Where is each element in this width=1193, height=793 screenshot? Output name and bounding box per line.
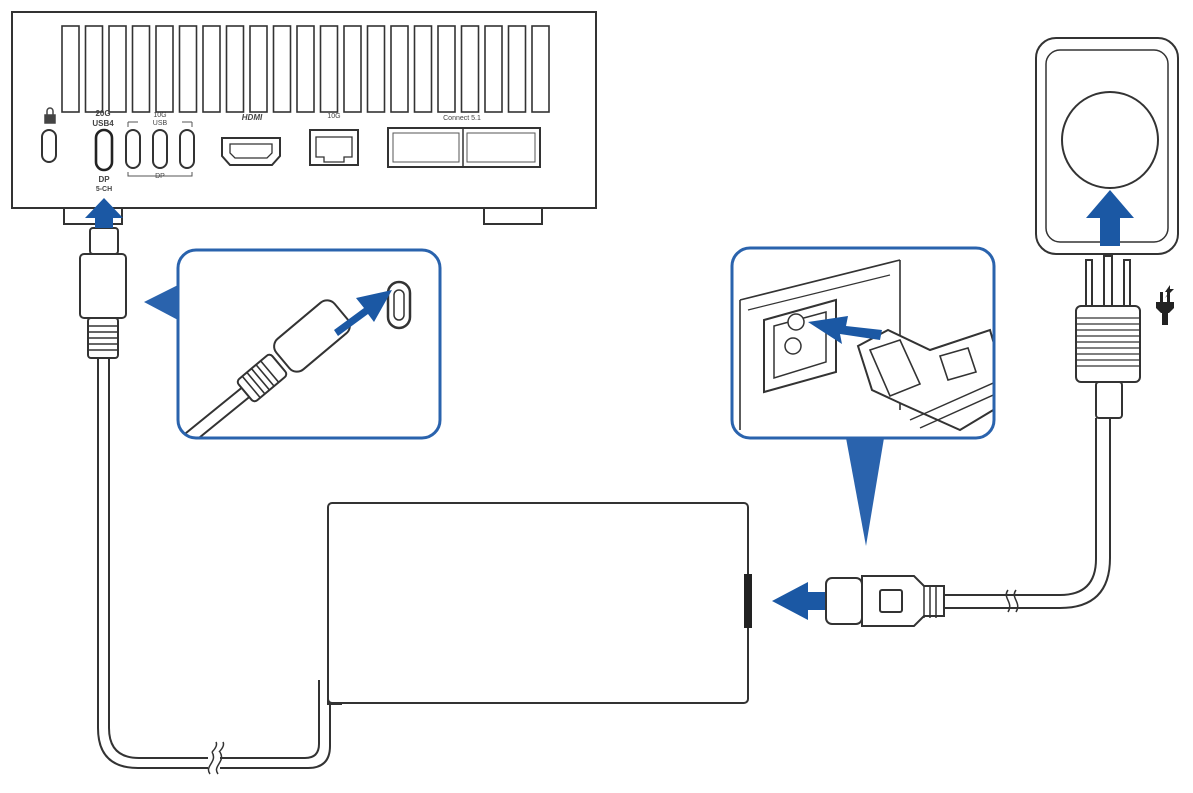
vent-slot bbox=[319, 25, 339, 113]
port-label-usb-dp: DP bbox=[155, 173, 165, 180]
vent-slot bbox=[131, 25, 151, 113]
callout-pointer-down bbox=[846, 438, 884, 546]
port-label-tb4-speed: 20G bbox=[95, 109, 110, 118]
vent-slot bbox=[390, 25, 409, 113]
arrow-up-outlet bbox=[1086, 190, 1134, 246]
mini-pc-rear-panel: 20G USB4 DP 5-CH 10G USB DP HDMI 10G Con… bbox=[11, 11, 597, 225]
usb-c-port-2 bbox=[152, 129, 168, 169]
vent-slot bbox=[249, 25, 268, 113]
vent-slot bbox=[366, 25, 386, 113]
adapter-dc-inlet bbox=[744, 574, 752, 628]
power-plug-icon bbox=[1156, 285, 1174, 325]
wall-plug bbox=[1075, 255, 1141, 419]
usb-c-plug bbox=[79, 227, 127, 359]
expansion-module-bay bbox=[387, 127, 541, 168]
vent-slot bbox=[178, 25, 198, 113]
usb-c-port-3 bbox=[179, 129, 195, 169]
vent-slot bbox=[343, 25, 362, 113]
port-label-usb-speed: 10G bbox=[153, 112, 166, 119]
ethernet-port bbox=[309, 129, 359, 166]
ac-cord-connector bbox=[825, 575, 945, 627]
usb-c-power-port bbox=[94, 128, 114, 172]
vent-slot bbox=[507, 25, 527, 113]
port-label-tb4-sub: 5-CH bbox=[96, 186, 112, 193]
usb-c-port-1 bbox=[125, 129, 141, 169]
callout-ac-cord-insertion bbox=[730, 246, 996, 546]
vent-slot bbox=[484, 25, 503, 113]
power-adapter-brick bbox=[327, 502, 752, 705]
vent-slot bbox=[460, 25, 480, 113]
vent-slot bbox=[531, 25, 550, 113]
port-label-usb: USB bbox=[153, 120, 168, 127]
vent-slot bbox=[225, 25, 245, 113]
port-label-tb4-usb4: USB4 bbox=[92, 119, 114, 128]
arrow-left-ac-cord bbox=[772, 582, 830, 620]
vent-slot bbox=[61, 25, 80, 113]
kensington-lock-slot bbox=[41, 129, 57, 163]
vent-slot bbox=[437, 25, 456, 113]
port-label-ethernet: 10G bbox=[327, 113, 340, 120]
port-label-hdmi: HDMI bbox=[242, 113, 263, 122]
ac-power-cord bbox=[944, 418, 1111, 613]
vent-slot bbox=[413, 25, 433, 113]
vent-slot bbox=[296, 25, 315, 113]
vent-slot bbox=[155, 25, 174, 113]
vent-slot bbox=[108, 25, 127, 113]
device-foot-right bbox=[483, 207, 543, 225]
vent-slot bbox=[272, 25, 292, 113]
vent-slot bbox=[84, 25, 104, 113]
ventilation-grille bbox=[61, 25, 550, 113]
callout-pointer-left bbox=[144, 285, 178, 320]
arrow-up-usb-c bbox=[85, 198, 123, 228]
vent-slot bbox=[202, 25, 221, 113]
port-label-connectivity: Connect 5.1 bbox=[443, 115, 481, 122]
usb-c-cable bbox=[97, 358, 331, 775]
port-label-tb4-dp: DP bbox=[98, 175, 110, 184]
hdmi-port bbox=[221, 137, 281, 166]
lock-icon bbox=[44, 107, 56, 124]
callout-usb-c-insertion bbox=[144, 248, 442, 440]
